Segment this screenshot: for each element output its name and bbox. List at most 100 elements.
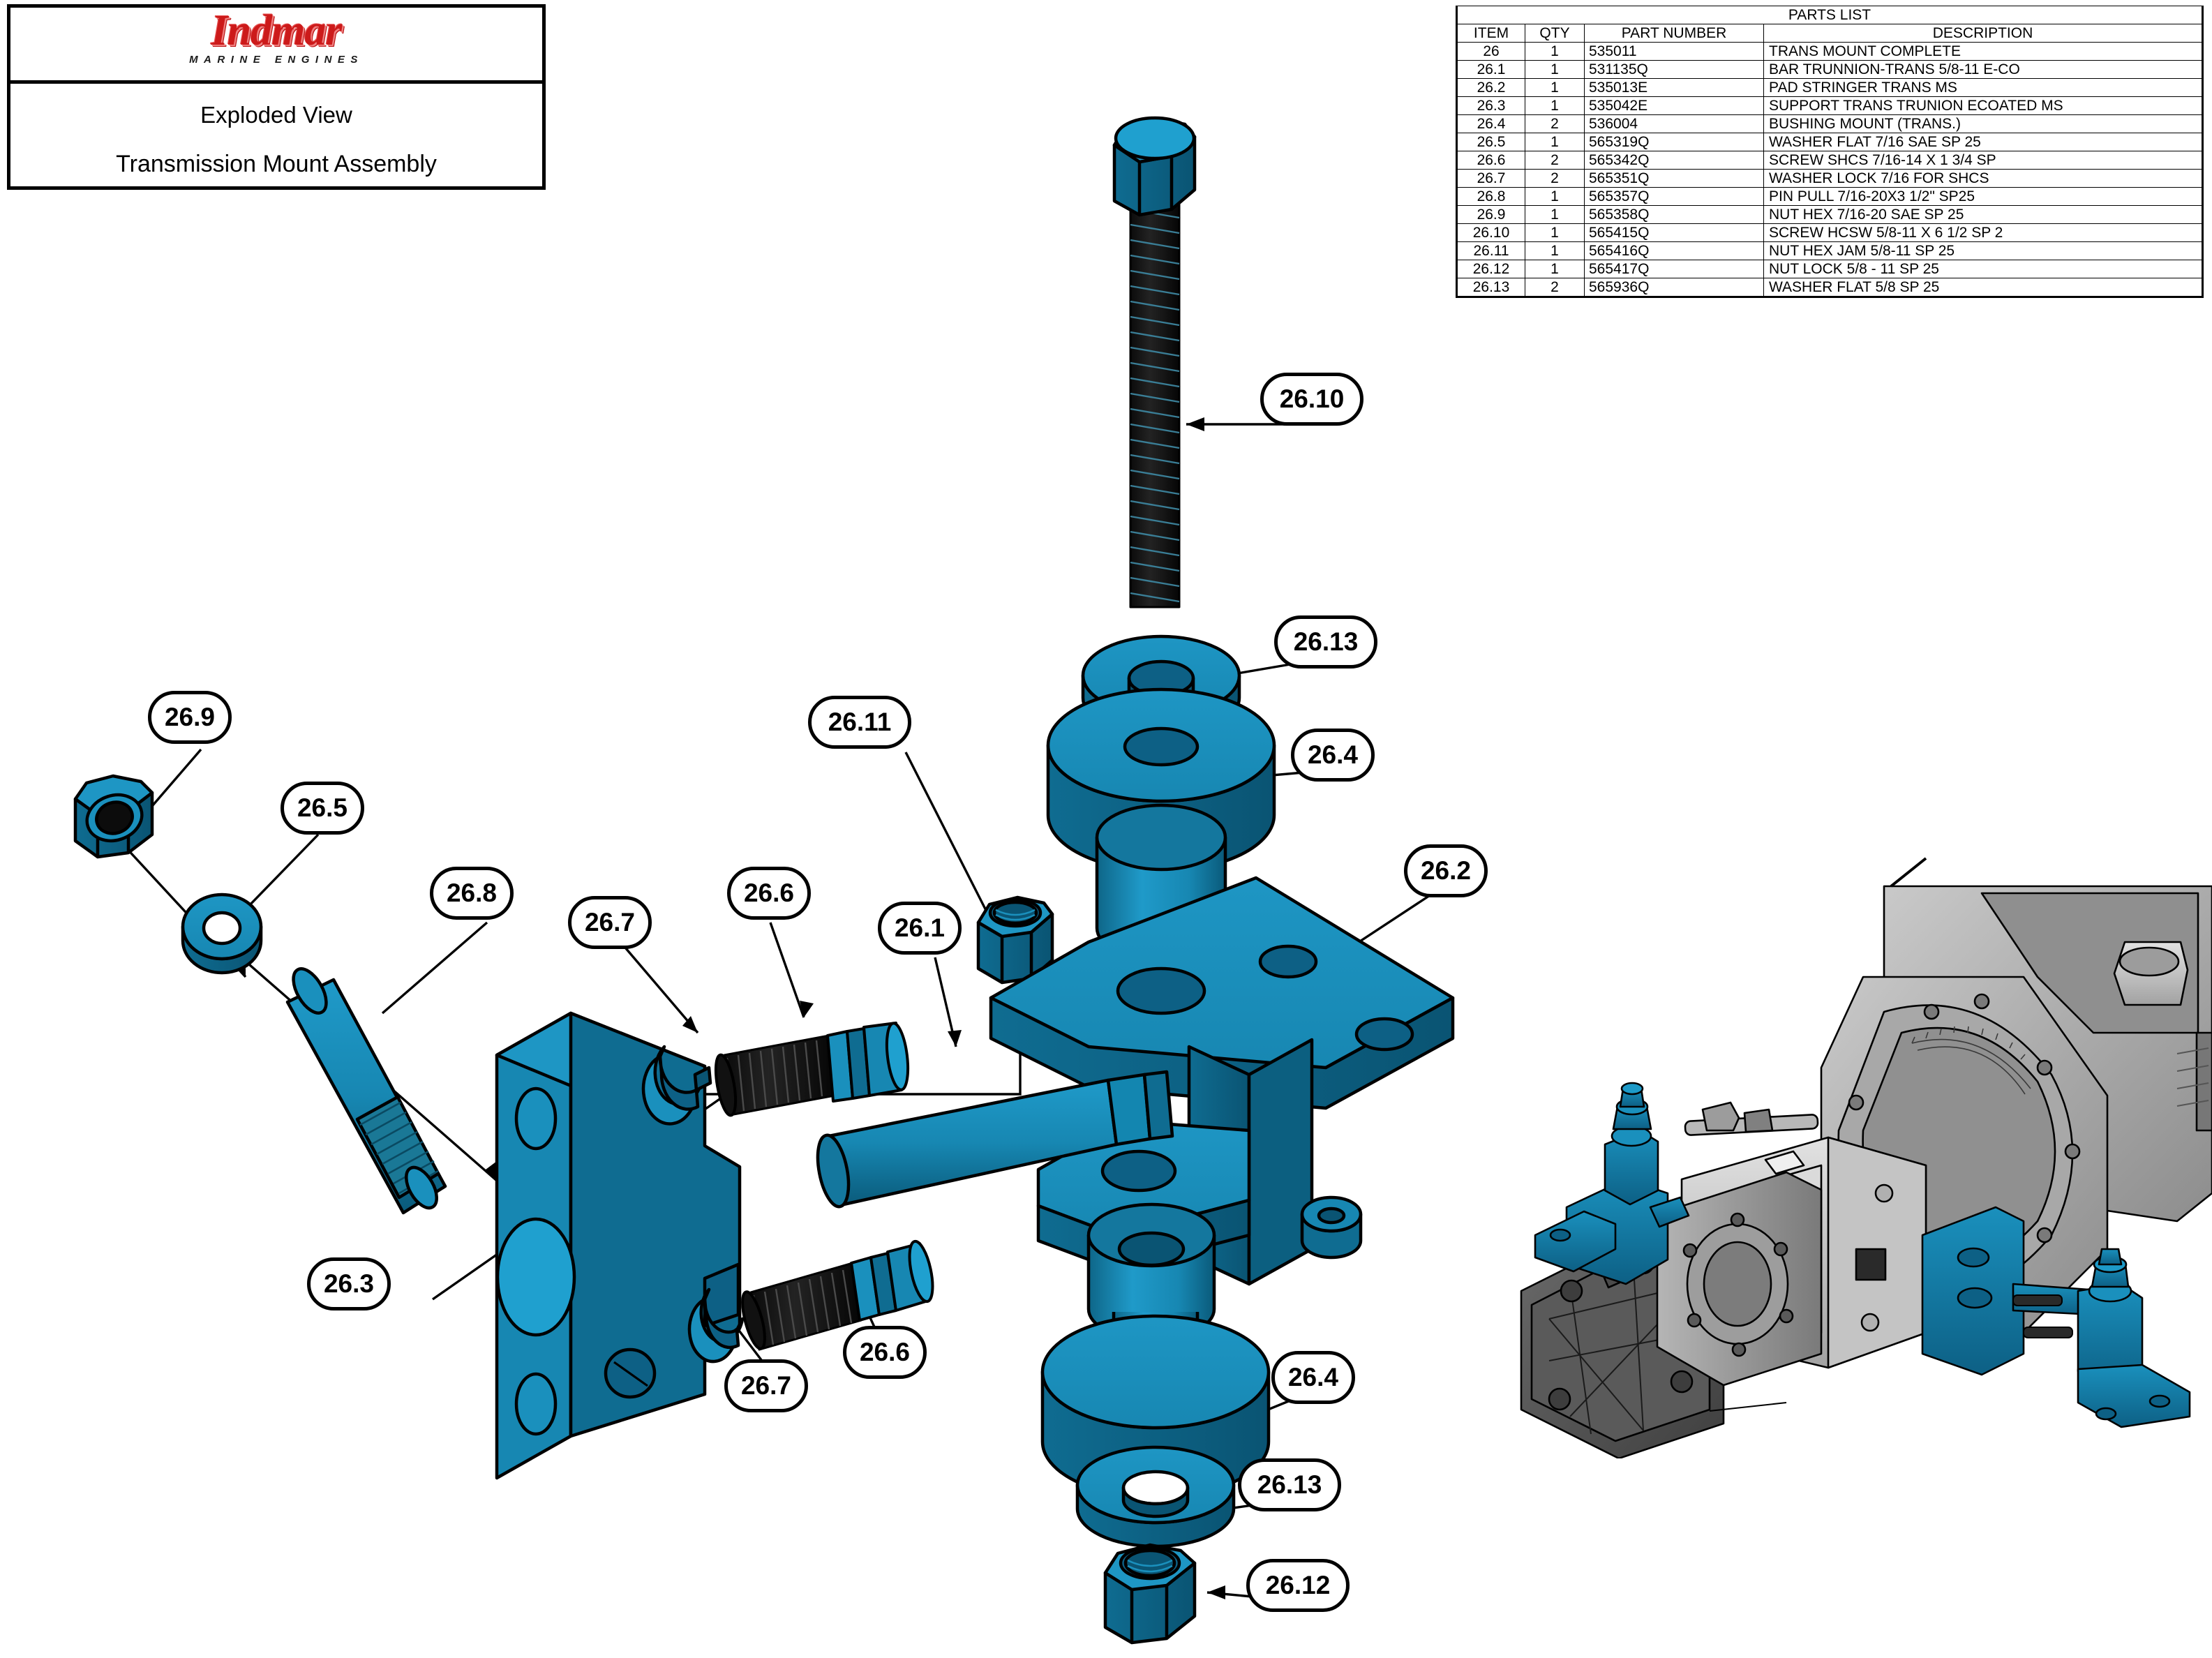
- cell-description: WASHER FLAT 5/8 SP 25: [1763, 278, 2204, 298]
- part-bar-trunnion-26-1: [816, 1070, 1174, 1209]
- callout-balloon-bushing-mount-top[interactable]: 26.4: [1291, 729, 1375, 782]
- cell-description: NUT LOCK 5/8 - 11 SP 25: [1763, 260, 2204, 278]
- callout-label: 26.13: [1257, 1470, 1322, 1499]
- callout-balloon-bushing-mount-bottom[interactable]: 26.4: [1271, 1351, 1355, 1404]
- callout-balloon-washer-flat[interactable]: 26.5: [281, 782, 364, 835]
- callout-label: 26.4: [1287, 1363, 1338, 1391]
- cell-part-number: 565358Q: [1584, 205, 1764, 224]
- callout-label: 26.9: [164, 703, 215, 731]
- callout-balloon-screw-hcsw[interactable]: 26.10: [1260, 373, 1363, 426]
- callout-label: 26.10: [1279, 384, 1345, 413]
- column-header-qty: QTY: [1525, 24, 1585, 43]
- cell-qty: 1: [1525, 187, 1585, 206]
- callout-balloon-support-trans-trunion[interactable]: 26.3: [307, 1257, 391, 1310]
- callout-label: 26.11: [828, 708, 892, 736]
- callout-balloon-pin-pull[interactable]: 26.8: [430, 867, 514, 920]
- callout-label: 26.4: [1307, 740, 1358, 769]
- part-screw-shcs-26-6-top: [714, 1022, 910, 1117]
- part-nut-lock-26-12: [1103, 1543, 1197, 1645]
- callout-label: 26.6: [859, 1338, 910, 1366]
- callout-balloon-bar-trunnion[interactable]: 26.1: [878, 902, 962, 955]
- callout-label: 26.7: [740, 1371, 791, 1400]
- callout-balloon-washer-flat-bottom[interactable]: 26.13: [1238, 1458, 1341, 1511]
- callout-label: 26.3: [323, 1269, 374, 1298]
- cell-item: 26.11: [1456, 241, 1525, 260]
- cell-item: 26.8: [1456, 187, 1525, 206]
- title-block: Indmar MARINE ENGINES Exploded View Tran…: [7, 4, 546, 190]
- callout-balloon-washer-lock-bottom[interactable]: 26.7: [724, 1359, 808, 1412]
- cell-item: 26.1: [1456, 60, 1525, 79]
- callout-label: 26.6: [743, 879, 794, 907]
- cell-qty: 2: [1525, 278, 1585, 298]
- cell-part-number: 536004: [1584, 114, 1764, 133]
- callout-balloon-screw-shcs-bottom[interactable]: 26.6: [843, 1326, 927, 1379]
- cell-part-number: 565357Q: [1584, 187, 1764, 206]
- cell-description: SCREW HCSW 5/8-11 X 6 1/2 SP 2: [1763, 223, 2204, 242]
- callout-label: 26.13: [1293, 627, 1359, 656]
- parts-list-title-row: PARTS LIST: [1456, 6, 2204, 24]
- cell-description: SCREW SHCS 7/16-14 X 1 3/4 SP: [1763, 151, 2204, 170]
- callout-label: 26.8: [446, 879, 497, 907]
- cell-item: 26.12: [1456, 260, 1525, 278]
- cell-item: 26.6: [1456, 151, 1525, 170]
- callout-balloon-nut-lock[interactable]: 26.12: [1246, 1559, 1350, 1612]
- callout-balloon-screw-shcs-top[interactable]: 26.6: [727, 867, 811, 920]
- indmar-logo: Indmar: [211, 7, 343, 54]
- cell-part-number: 531135Q: [1584, 60, 1764, 79]
- cell-item: 26: [1456, 42, 1525, 61]
- column-header-description: DESCRIPTION: [1763, 24, 2204, 43]
- cell-description: BAR TRUNNION-TRANS 5/8-11 E-CO: [1763, 60, 2204, 79]
- part-nut-hex-26-9: [73, 774, 154, 859]
- part-screw-shcs-26-6-bottom: [741, 1239, 934, 1351]
- cell-part-number: 535042E: [1584, 96, 1764, 115]
- part-washer-flat-26-13-bottom: [1075, 1445, 1236, 1548]
- callout-label: 26.5: [297, 793, 348, 822]
- cell-item: 26.4: [1456, 114, 1525, 133]
- logo-subtitle: MARINE ENGINES: [189, 54, 364, 66]
- parts-list-title: PARTS LIST: [1456, 6, 2204, 24]
- callout-balloon-nut-hex-jam[interactable]: 26.11: [808, 696, 911, 749]
- cell-description: BUSHING MOUNT (TRANS.): [1763, 114, 2204, 133]
- part-pin-pull-26-8: [285, 967, 447, 1215]
- cell-item: 26.10: [1456, 223, 1525, 242]
- assembly-name-label: Transmission Mount Assembly: [116, 151, 437, 177]
- column-header-item: ITEM: [1456, 24, 1525, 43]
- cell-item: 26.13: [1456, 278, 1525, 298]
- drawing-type-label: Exploded View: [200, 102, 352, 128]
- cell-part-number: 565351Q: [1584, 169, 1764, 188]
- part-nut-hex-jam-26-11: [976, 895, 1054, 985]
- callout-balloon-washer-lock-top[interactable]: 26.7: [568, 896, 652, 949]
- cell-description: PIN PULL 7/16-20X3 1/2" SP25: [1763, 187, 2204, 206]
- part-screw-hcsw-26-10: [1112, 116, 1197, 608]
- cell-item: 26.3: [1456, 96, 1525, 115]
- callout-balloon-washer-flat-top[interactable]: 26.13: [1274, 615, 1377, 669]
- part-washer-lock-26-7-top: [641, 1045, 712, 1126]
- callout-balloon-pad-stringer[interactable]: 26.2: [1404, 844, 1488, 897]
- logo-cell: Indmar MARINE ENGINES: [10, 8, 542, 84]
- cell-qty: 1: [1525, 42, 1585, 61]
- cell-item: 26.2: [1456, 78, 1525, 97]
- cell-part-number: 535013E: [1584, 78, 1764, 97]
- callout-balloon-nut-hex[interactable]: 26.9: [148, 691, 232, 744]
- cell-description: WASHER FLAT 7/16 SAE SP 25: [1763, 133, 2204, 151]
- callout-label: 26.12: [1265, 1571, 1331, 1599]
- cell-part-number: 565415Q: [1584, 223, 1764, 242]
- cell-item: 26.5: [1456, 133, 1525, 151]
- part-washer-lock-26-7-bottom: [687, 1287, 745, 1364]
- reference-assembly-render: [1520, 857, 2212, 1458]
